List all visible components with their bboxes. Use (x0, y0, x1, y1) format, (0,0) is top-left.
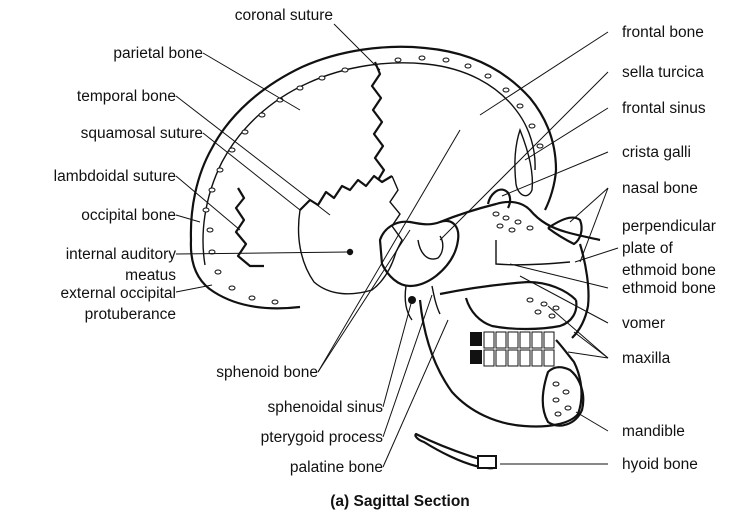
temporal-suture-inner (390, 176, 402, 252)
label-maxilla: maxilla (622, 350, 671, 367)
nasal-septum (496, 240, 570, 265)
coronal-suture-line (372, 62, 384, 180)
label-sella-turcica: sella turcica (622, 64, 704, 81)
label-external-occipital-2: protuberance (85, 306, 176, 323)
squamosal-suture-line (300, 176, 392, 210)
left-labels: coronal suture parietal bone temporal bo… (54, 7, 384, 476)
label-palatine-bone: palatine bone (290, 459, 383, 476)
label-nasal-bone: nasal bone (622, 180, 698, 197)
skull-drawing (191, 47, 600, 469)
label-internal-auditory-2: meatus (125, 267, 176, 284)
label-sphenoidal-sinus: sphenoidal sinus (268, 399, 384, 416)
label-vomer: vomer (622, 315, 665, 332)
label-coronal-suture: coronal suture (235, 7, 333, 24)
figure-caption: (a) Sagittal Section (330, 493, 470, 510)
hard-palate (440, 282, 576, 300)
label-mandible: mandible (622, 423, 685, 440)
right-labels: frontal bone sella turcica frontal sinus… (622, 24, 716, 473)
label-frontal-sinus: frontal sinus (622, 100, 706, 117)
teeth (470, 332, 554, 366)
cranium-inner-outline (203, 63, 535, 265)
label-temporal-bone: temporal bone (77, 88, 176, 105)
label-pterygoid-process: pterygoid process (261, 429, 384, 446)
leader-lines (176, 24, 618, 467)
label-lambdoidal-suture: lambdoidal suture (54, 168, 176, 185)
ethmoid-cells (493, 212, 533, 232)
lambdoidal-suture-line (236, 188, 264, 266)
label-perpendicular-1: perpendicular (622, 218, 716, 235)
palatine-bone-shape (432, 286, 440, 314)
sphenoid-sella-region (380, 221, 458, 286)
label-squamosal-suture: squamosal suture (81, 125, 203, 142)
mandible-symphysis (543, 367, 584, 425)
label-parietal-bone: parietal bone (113, 45, 203, 62)
hyoid-body (478, 456, 496, 468)
label-crista-galli: crista galli (622, 144, 691, 161)
label-occipital-bone: occipital bone (81, 207, 176, 224)
label-perpendicular-3: ethmoid bone (622, 262, 716, 279)
sella-turcica-notch (418, 236, 443, 259)
mandible-cells (553, 382, 571, 416)
maxilla-body (466, 298, 576, 329)
label-sphenoid-bone: sphenoid bone (216, 364, 318, 381)
label-hyoid-bone: hyoid bone (622, 456, 698, 473)
maxilla-cells (527, 298, 559, 318)
label-perpendicular-2: plate of (622, 240, 674, 257)
label-ethmoid-bone: ethmoid bone (622, 280, 716, 297)
label-internal-auditory-1: internal auditory (66, 246, 177, 263)
label-external-occipital-1: external occipital (61, 285, 176, 302)
label-frontal-bone: frontal bone (622, 24, 704, 41)
